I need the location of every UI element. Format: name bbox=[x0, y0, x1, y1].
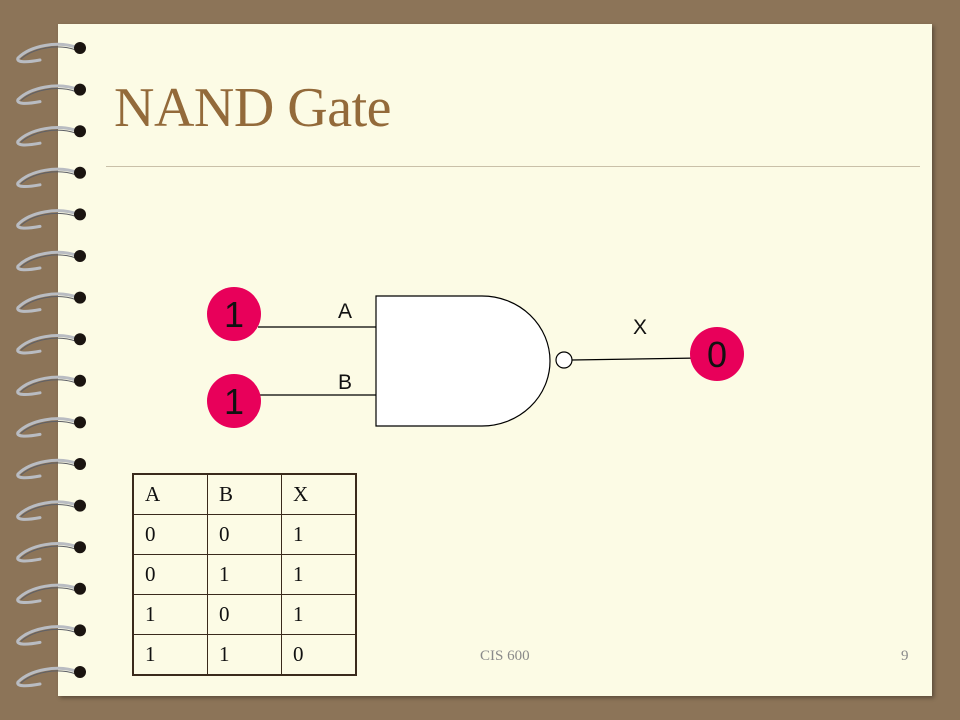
cell-x: 1 bbox=[281, 594, 357, 635]
header-b: B bbox=[207, 473, 282, 515]
footer-course: CIS 600 bbox=[480, 648, 530, 664]
binding-ring bbox=[16, 416, 86, 438]
cell-b: 0 bbox=[207, 594, 282, 635]
binding-ring bbox=[16, 624, 86, 646]
truth-table: A B X 0 0 1 0 1 1 1 0 1 1 1 0 bbox=[132, 473, 357, 676]
title-divider bbox=[106, 166, 920, 167]
output-signal-dot bbox=[690, 327, 744, 381]
binding-ring bbox=[16, 458, 86, 480]
cell-a: 1 bbox=[132, 594, 208, 635]
header-a: A bbox=[132, 473, 208, 515]
cell-a: 0 bbox=[132, 554, 208, 595]
binding-ring bbox=[16, 250, 86, 272]
input-a-signal-dot bbox=[207, 287, 261, 341]
cell-x: 1 bbox=[281, 554, 357, 595]
cell-a: 0 bbox=[132, 514, 208, 555]
input-b-value: 1 bbox=[224, 381, 244, 422]
header-x: X bbox=[281, 473, 357, 515]
binding-ring bbox=[16, 541, 86, 563]
truth-table-header-row: A B X bbox=[132, 473, 357, 515]
binding-ring bbox=[16, 499, 86, 521]
binding-ring bbox=[16, 42, 86, 64]
input-a-value: 1 bbox=[224, 294, 244, 335]
cell-b: 1 bbox=[207, 634, 282, 676]
spiral-binding bbox=[16, 42, 86, 688]
cell-b: 0 bbox=[207, 514, 282, 555]
input-b-signal-dot bbox=[207, 374, 261, 428]
table-row: 1 0 1 bbox=[132, 594, 357, 635]
input-a-label: A bbox=[338, 300, 352, 323]
cell-a: 1 bbox=[132, 634, 208, 676]
input-b-label: B bbox=[338, 371, 352, 394]
cell-x: 0 bbox=[281, 634, 357, 676]
output-value: 0 bbox=[707, 334, 727, 375]
inversion-bubble bbox=[555, 351, 573, 369]
binding-ring bbox=[16, 374, 86, 397]
binding-ring bbox=[16, 582, 86, 605]
slide-title: NAND Gate bbox=[114, 77, 391, 139]
binding-ring bbox=[16, 83, 86, 105]
cell-b: 1 bbox=[207, 554, 282, 595]
binding-ring bbox=[16, 208, 86, 230]
table-row: 1 1 0 bbox=[132, 634, 357, 676]
page-number: 9 bbox=[901, 648, 909, 664]
binding-ring bbox=[16, 333, 86, 355]
binding-ring bbox=[16, 291, 86, 313]
binding-ring bbox=[16, 166, 86, 189]
output-wire bbox=[571, 357, 701, 361]
binding-ring bbox=[16, 666, 86, 688]
nand-gate-body bbox=[375, 295, 551, 427]
output-label: X bbox=[633, 316, 647, 339]
table-row: 0 1 1 bbox=[132, 554, 357, 595]
cell-x: 1 bbox=[281, 514, 357, 555]
table-row: 0 0 1 bbox=[132, 514, 357, 555]
binding-ring bbox=[16, 125, 86, 147]
